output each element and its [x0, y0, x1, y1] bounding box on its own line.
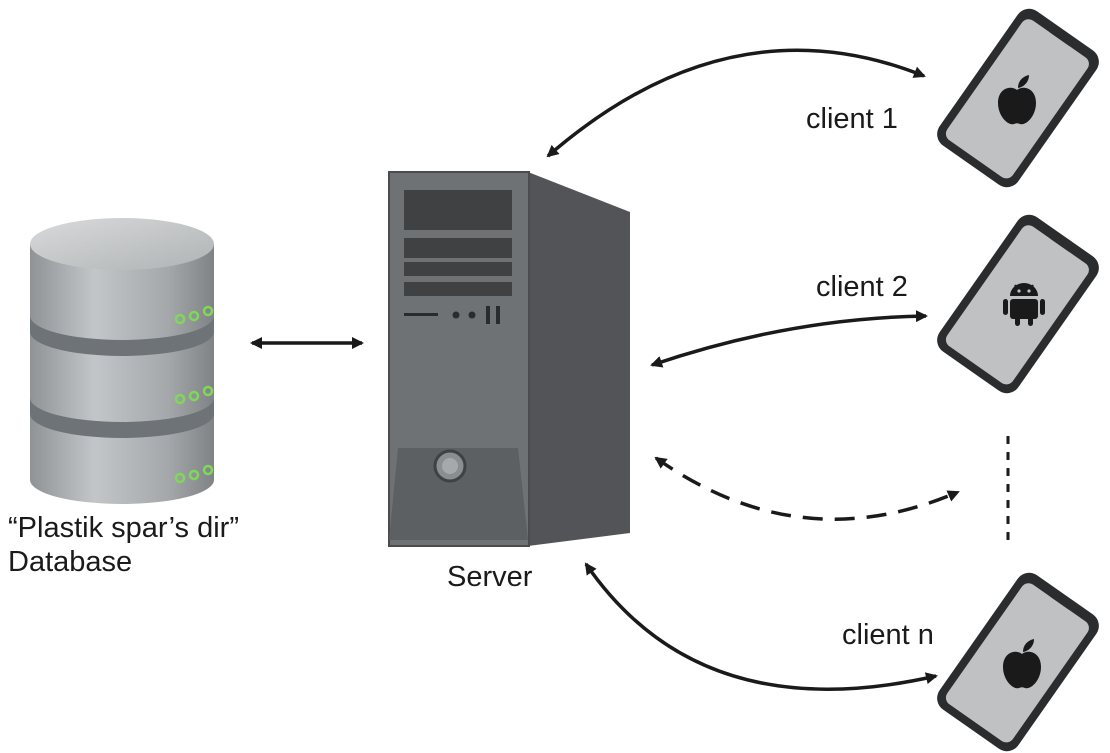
apple-logo-icon — [1003, 639, 1041, 689]
client-1-label: client 1 — [806, 103, 898, 135]
apple-logo-icon — [998, 75, 1036, 125]
server-client1-arrow — [546, 48, 926, 158]
server-icon — [388, 171, 630, 547]
database-status-leds — [174, 305, 214, 484]
database-label-line1: “Plastik spar’s dir” — [8, 512, 239, 544]
client-2-label: client 2 — [816, 271, 908, 303]
server-clientn-arrow — [584, 562, 938, 691]
server-client2-arrow — [650, 310, 928, 368]
server-more-clients-dashed-arrow — [654, 456, 960, 521]
database-label-line2: Database — [8, 546, 133, 578]
server-label: Server — [447, 561, 533, 593]
client-n-label: client n — [842, 619, 934, 651]
database-icon — [30, 218, 214, 504]
android-logo-icon — [1003, 283, 1045, 326]
